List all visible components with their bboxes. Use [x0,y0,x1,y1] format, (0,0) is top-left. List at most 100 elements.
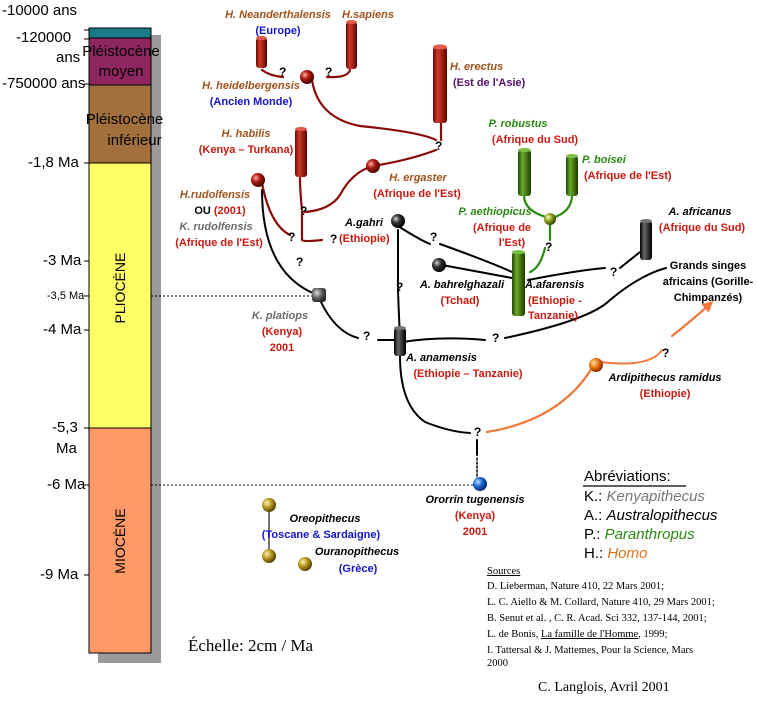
label-aethiopicus: P. aethiopicus [458,206,532,218]
loc-orrorin: (Kenya) [454,510,496,522]
time-label-120000: -120000 [16,29,72,46]
abbreviation-key: P.: [584,526,605,543]
loc-boisei: (Afrique de l'Est) [584,170,672,182]
loc-ramidus: (Ethiopie) [639,388,691,400]
unknown-mark: ? [435,139,443,153]
label-rudolfensis-or: OU (2001) [185,205,255,218]
loc-bahrelghazali: (Tchad) [440,295,480,307]
credit-label: C. Langlois, Avril 2001 [538,680,670,695]
label-platiops: K. platiops [251,310,309,322]
abbreviation-key: K.: [584,488,607,505]
loc-heidelbergensis: (Ancien Monde) [209,96,293,108]
species-nodes [251,70,603,571]
unknown-mark: ? [492,331,500,345]
source-line: D. Lieberman, Nature 410, 22 Mars 2001; [487,581,664,592]
epoch-pliocene: PLIOCÈNE [111,252,128,324]
loc-rudolfensis: (Afrique de l'Est) [175,237,263,249]
source-bonis-title: La famille de l'Homme [540,629,639,640]
loc-habilis: (Kenya – Turkana) [198,144,294,156]
epoch-pleistocene-inferieur-2: inférieur [107,132,162,149]
label-ergaster: H. ergaster [389,172,447,184]
tree-branches [260,68,714,556]
loc-africanus: (Afrique du Sud) [658,222,746,234]
label-k-rudolfensis: K. rudolfensis [179,221,253,233]
label-apes-1: Grands singes [669,260,747,272]
abbreviation-key: H.: [584,545,608,562]
rudolfensis-year: (2001) [213,205,246,217]
abbreviation-value: Kenyapithecus [606,488,705,505]
time-label-120000-unit: ans [56,49,81,66]
source-bonis-prefix: L. de Bonis, [487,629,541,640]
label-apes-3: Chimpanzés) [673,292,743,304]
unknown-mark: ? [288,230,296,244]
epoch-pleistocene-inferieur-1: Pléistocène [85,111,164,128]
year-platiops: 2001 [269,342,295,354]
unknown-mark: ? [474,425,482,439]
label-robustus: P. robustus [488,118,548,130]
source-line: B. Senut et al. , C. R. Acad. Sci 332, 1… [487,613,707,624]
label-erectus: H. erectus [450,61,504,73]
abbreviation-value: Paranthropus [604,526,695,543]
label-afarensis: A.afarensis [525,279,585,291]
band-pleistocene-moyen [88,37,152,86]
band-miocene [88,427,152,654]
loc-anamensis: (Ethiopie – Tanzanie) [413,368,523,380]
label-boisei: P. boisei [582,154,626,166]
label-sapiens: H.sapiens [342,9,394,21]
epoch-pleistocene-moyen-2: moyen [98,63,144,80]
epoch-miocene: MIOCÈNE [111,508,128,574]
loc-afarensis-2: Tanzanie) [528,310,578,322]
source-line: 2000 [487,658,508,669]
time-label-5-3: -5,3 [52,419,78,436]
abbreviation-item: A.: Australopithecus [584,507,717,524]
loc-ouranopithecus: (Grèce) [338,563,378,575]
unknown-mark: ? [430,230,438,244]
epoch-pleistocene-moyen-1: Pléistocène [82,43,160,60]
unknown-mark: ? [396,280,404,294]
time-label-5-3-unit: Ma [56,440,77,457]
abbreviation-item: K.: Kenyapithecus [584,488,705,505]
species-bars [256,20,652,356]
label-bahrelghazali: A. bahrelghazali [419,279,505,291]
time-label-3ma: -3 Ma [43,252,82,269]
source-bonis-suffix: , 1999; [638,629,668,640]
unknown-mark: ? [296,255,304,269]
unknown-mark: ? [279,65,287,79]
label-apes-2: africains (Gorille- [662,276,754,288]
unknown-mark: ? [330,232,338,246]
loc-aethiopicus-2: l'Est) [498,237,526,249]
abbreviations-title: Abréviations: [584,468,671,485]
unknown-mark: ? [610,265,618,279]
abbreviation-key: A.: [584,507,607,524]
label-neanderthalensis: H. Neanderthalensis [225,9,331,21]
unknown-mark: ? [662,346,670,360]
loc-erectus: (Est de l'Asie) [453,77,526,89]
label-garhi: A.gahri [345,217,383,229]
unknown-mark: ? [363,329,371,343]
abbreviation-item: H.: Homo [584,545,647,562]
abbreviation-item: P.: Paranthropus [584,526,695,543]
loc-neanderthalensis: (Europe) [255,25,301,37]
label-ouranopithecus: Ouranopithecus [314,546,400,558]
year-orrorin: 2001 [462,526,488,538]
label-oreopithecus: Oreopithecus [289,513,361,525]
loc-garhi: (Ethiopie) [339,233,390,245]
abbreviation-value: Homo [607,545,648,562]
band-holocene [88,27,152,39]
loc-aethiopicus-1: (Afrique de [472,222,532,234]
label-anamensis: A. anamensis [406,352,477,364]
label-habilis: H. habilis [221,128,271,140]
unknown-mark: ? [300,204,308,218]
sources-title: Sources [487,566,521,577]
label-orrorin: Ororrin tugenensis [425,494,525,506]
time-label-10000: -10000 ans [2,2,78,19]
source-line: L. C. Aiello & M. Collard, Nature 410, 2… [487,597,715,608]
label-africanus: A. africanus [668,206,732,218]
unknown-mark: ? [325,65,333,79]
label-rudolfensis: H.rudolfensis [179,189,251,201]
loc-afarensis-1: (Ethiopie - [528,295,582,307]
loc-platiops: (Kenya) [261,326,303,338]
loc-oreopithecus: (Toscane & Sardaigne) [261,529,381,541]
